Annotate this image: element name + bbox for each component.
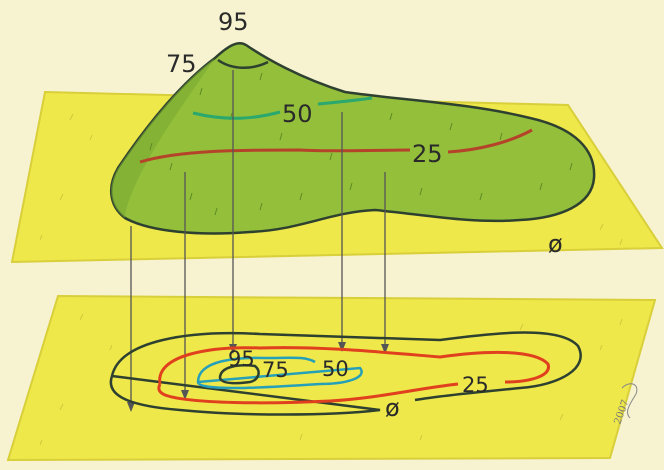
map-contour-base xyxy=(109,331,582,416)
hill-contour-75 xyxy=(217,58,269,69)
map-contour-25 xyxy=(157,346,550,405)
map-label-25: 25 xyxy=(462,373,489,397)
hill-body xyxy=(110,41,596,235)
hill-contour-50 xyxy=(192,96,373,120)
lower-plane xyxy=(6,294,657,462)
map-label-50: 50 xyxy=(322,357,349,381)
hill-label-base: ø xyxy=(548,230,563,258)
map-label-peak: 95 xyxy=(228,347,255,371)
hill-contour-25 xyxy=(139,128,533,164)
map-contour-50 xyxy=(196,356,363,390)
map-contour-75 xyxy=(218,364,260,385)
hill-label-25: 25 xyxy=(412,140,443,168)
map-label-base: ø xyxy=(385,394,400,422)
grass-texture xyxy=(39,113,623,446)
hill-shading xyxy=(111,58,215,218)
hill-label-peak: 95 xyxy=(218,8,249,36)
map-label-75: 75 xyxy=(262,358,289,382)
hill-label-75: 75 xyxy=(166,50,197,78)
hill-texture xyxy=(149,72,573,216)
hill-label-50: 50 xyxy=(282,100,313,128)
projection-lines xyxy=(130,70,386,410)
